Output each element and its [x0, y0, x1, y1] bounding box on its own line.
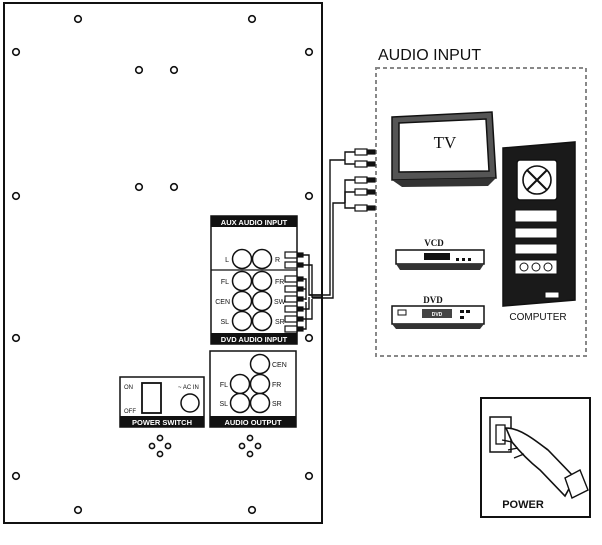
power-label: POWER [502, 499, 544, 511]
power-switch-label: POWER SWITCH [132, 418, 192, 427]
label-out-cen: CEN [272, 362, 287, 369]
jack-aux-l [231, 248, 253, 270]
dvd-audio-input-label: DVD AUDIO INPUT [221, 335, 288, 344]
jack-sw [251, 290, 273, 312]
computer-label: COMPUTER [509, 312, 566, 323]
vcd-label: VCD [424, 238, 444, 248]
switch-on-label: ON [124, 385, 133, 391]
label-aux-r: R [275, 257, 280, 264]
ac-in-label: ~ AC IN [178, 385, 199, 391]
jack-out-sl [229, 392, 251, 414]
rca-plugs-panel [284, 159, 345, 333]
audio-input-title: AUDIO INPUT [378, 47, 481, 64]
audio-output-label: AUDIO OUTPUT [224, 418, 282, 427]
label-sw: SW [274, 299, 286, 306]
label-out-sl: SL [219, 401, 228, 408]
dvd-footer-bar [211, 333, 297, 344]
dvd-tray-label: DVD [432, 312, 443, 318]
vcd-player-icon: VCD [395, 238, 485, 270]
label-out-fr: FR [272, 382, 281, 389]
input-panel: AUX AUDIO INPUT DVD AUDIO INPUT L R FL F… [210, 215, 298, 345]
dvd-player-icon: DVD DVD [391, 295, 485, 329]
jack-sl [231, 310, 253, 332]
jack-fl [231, 270, 253, 292]
jack-out-sr [249, 392, 271, 414]
audio-output-panel: AUDIO OUTPUT CEN FL FR SL SR [209, 350, 297, 428]
label-sl: SL [220, 319, 229, 326]
dvd-label: DVD [423, 295, 443, 305]
ac-in-socket [180, 393, 200, 413]
label-fr: FR [275, 279, 284, 286]
rca-plugs-box [344, 148, 376, 212]
aux-audio-input-label: AUX AUDIO INPUT [221, 218, 288, 227]
label-aux-l: L [225, 257, 229, 264]
jack-sr [251, 310, 273, 332]
jack-out-cen [249, 353, 271, 375]
label-out-fl: FL [220, 382, 228, 389]
jack-cen [231, 290, 253, 312]
input-jacks [231, 248, 273, 332]
hand-icon [504, 427, 576, 498]
label-cen: CEN [215, 299, 230, 306]
jack-aux-r [251, 248, 273, 270]
tv-label: TV [434, 133, 457, 152]
aux-header-bar [211, 216, 297, 227]
label-out-sr: SR [272, 401, 282, 408]
rocker-switch[interactable] [141, 382, 162, 414]
label-fl: FL [221, 279, 229, 286]
label-sr: SR [275, 319, 285, 326]
jack-out-fr [249, 373, 271, 395]
audio-input-box [375, 67, 587, 357]
switch-off-label: OFF [124, 409, 136, 415]
jack-out-fl [229, 373, 251, 395]
tv-icon: TV [391, 111, 497, 187]
computer-icon: COMPUTER [502, 141, 576, 323]
mounting-holes [11, 14, 314, 515]
jack-fr [251, 270, 273, 292]
power-inset: POWER [480, 397, 591, 518]
power-switch-panel: POWER SWITCH ON OFF ~ AC IN [119, 376, 205, 428]
